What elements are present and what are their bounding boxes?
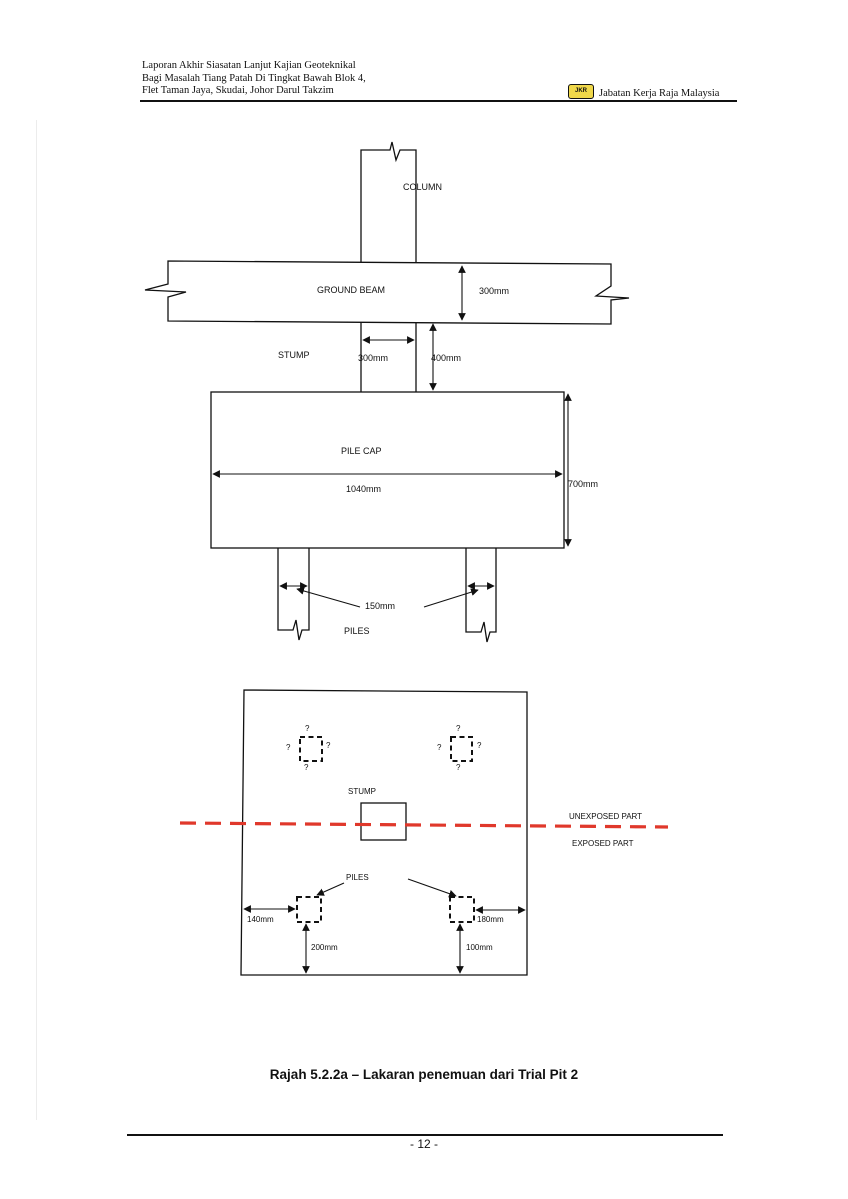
report-title-block: Laporan Akhir Siasatan Lanjut Kajian Geo… — [142, 60, 366, 98]
pile-leader-right — [423, 588, 479, 608]
unknown-mark: ? — [456, 763, 461, 772]
left-edge-label: 140mm — [247, 915, 274, 924]
unknown-mark: ? — [304, 763, 309, 772]
ground-beam-label: GROUND BEAM — [317, 285, 386, 295]
pile-unknown-top-left — [299, 736, 323, 762]
right-edge-label: 180mm — [477, 915, 504, 924]
plan-stump — [360, 802, 407, 841]
pile-found-bottom-right — [449, 896, 475, 923]
plan-pile-leader-left — [316, 882, 345, 896]
scan-margin-line — [36, 120, 37, 1120]
beam-depth-label: 300mm — [479, 286, 510, 296]
pile-unknown-top-right — [450, 736, 473, 762]
report-title-line-3: Flet Taman Jaya, Skudai, Johor Darul Tak… — [142, 85, 334, 96]
exposure-cut-line — [179, 821, 669, 829]
unexposed-part-label: UNEXPOSED PART — [569, 812, 643, 821]
right-bottom-label: 100mm — [466, 943, 493, 952]
cap-depth-label: 700mm — [568, 479, 599, 489]
stump-label: STUMP — [278, 350, 310, 360]
plan-piles-label: PILES — [346, 873, 369, 882]
page-number: - 12 - — [409, 1137, 438, 1151]
ground-beam-outline — [144, 260, 630, 325]
left-bottom-label: 200mm — [311, 943, 338, 952]
stump-width-label: 300mm — [358, 353, 389, 363]
pile-leader-left — [296, 587, 361, 608]
footer-rule — [127, 1134, 723, 1136]
unknown-mark: ? — [305, 724, 310, 733]
stump-outline — [360, 322, 417, 392]
unknown-mark: ? — [286, 743, 291, 752]
pile-found-bottom-left — [296, 896, 322, 923]
unknown-mark: ? — [456, 724, 461, 733]
column-label: COLUMN — [403, 182, 443, 192]
pile-right-outline — [465, 548, 497, 643]
plan-pile-leader-right — [407, 878, 457, 898]
unknown-mark: ? — [437, 743, 442, 752]
stump-height-label: 400mm — [431, 353, 462, 363]
pile-left-outline — [277, 548, 310, 641]
unknown-mark: ? — [326, 741, 331, 750]
unknown-mark: ? — [477, 741, 482, 750]
plan-stump-label: STUMP — [348, 787, 376, 796]
report-title-line-1: Laporan Akhir Siasatan Lanjut Kajian Geo… — [142, 60, 356, 71]
exposed-part-label: EXPOSED PART — [572, 839, 634, 848]
plan-outline — [240, 689, 528, 976]
piles-label: PILES — [344, 626, 370, 636]
pile-cap-label: PILE CAP — [341, 446, 382, 456]
organization-name: Jabatan Kerja Raja Malaysia — [599, 88, 720, 99]
pile-size-label: 150mm — [365, 601, 396, 611]
pile-cap-outline — [210, 391, 565, 549]
jkr-logo: JKR — [568, 84, 594, 99]
report-title-line-2: Bagi Masalah Tiang Patah Di Tingkat Bawa… — [142, 72, 366, 84]
cap-width-label: 1040mm — [346, 484, 382, 494]
header-rule — [140, 100, 737, 102]
column-outline — [360, 141, 417, 262]
figure-caption: Rajah 5.2.2a – Lakaran penemuan dari Tri… — [269, 1067, 579, 1082]
